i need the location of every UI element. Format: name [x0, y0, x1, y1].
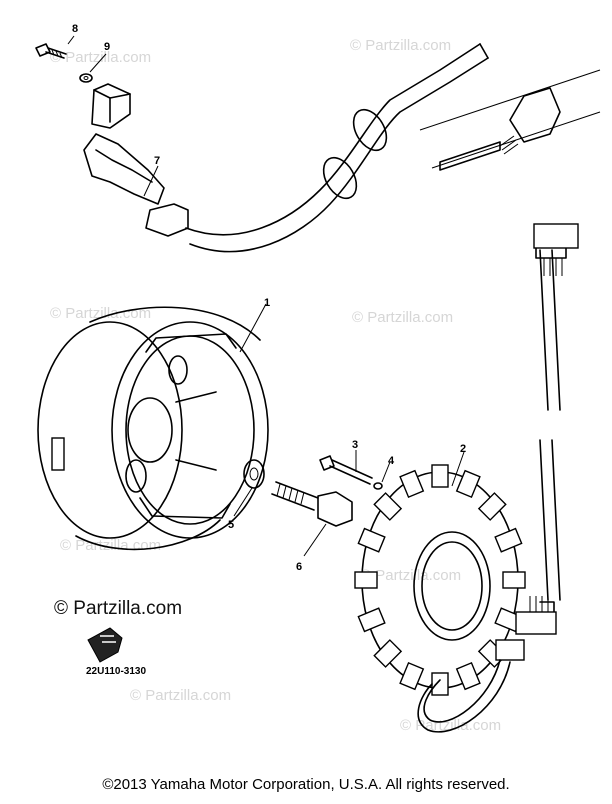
callout-6: 6 [296, 561, 302, 573]
watermark-5: © Partzilla.com [60, 537, 161, 554]
stator-pole [431, 464, 449, 488]
watermark-2: © Partzilla.com [350, 37, 451, 54]
callout-7: 7 [154, 155, 160, 167]
callout-3: 3 [352, 439, 358, 451]
stator-pole [354, 571, 378, 589]
partzilla-logo: © Partzilla.com [54, 598, 182, 619]
stator-pole [373, 492, 403, 521]
watermark-4: © Partzilla.com [352, 309, 453, 326]
watermarks: © Partzilla.com © Partzilla.com © Partzi… [50, 37, 501, 734]
stator-pole [399, 469, 425, 499]
stator-pole [373, 639, 403, 668]
stator-harness [417, 223, 579, 733]
rotor-flywheel [37, 306, 269, 551]
stator-pole [502, 571, 526, 589]
stator-coil [354, 464, 526, 696]
stator-pole [455, 661, 481, 691]
rotor-bolt-6 [271, 481, 353, 527]
callout-2: 2 [460, 443, 466, 455]
stator-pole [357, 527, 386, 553]
stator-pole [431, 672, 449, 696]
stator-pole [399, 661, 425, 691]
stator-pole [357, 607, 386, 633]
front-arrow-icon [87, 627, 123, 663]
watermark-8: © Partzilla.com [400, 717, 501, 734]
stator-pole [494, 527, 523, 553]
callouts: 1 2 3 4 5 6 7 8 9 [72, 23, 466, 573]
callout-5: 5 [228, 519, 234, 531]
callout-4: 4 [388, 455, 395, 467]
watermark-6: © Partzilla.com [360, 567, 461, 584]
copyright-notice: ©2013 Yamaha Motor Corporation, U.S.A. A… [102, 776, 510, 793]
watermark-3: © Partzilla.com [50, 305, 151, 322]
pickup-coil-harness [35, 43, 601, 253]
leader-lines [67, 35, 465, 557]
watermark-7: © Partzilla.com [130, 687, 231, 704]
washer-5 [243, 459, 265, 489]
callout-8: 8 [72, 23, 78, 35]
callout-9: 9 [104, 41, 110, 53]
callout-1: 1 [264, 297, 270, 309]
watermark-1: © Partzilla.com [50, 49, 151, 66]
stator-screw-3 [319, 455, 383, 490]
diagram-code: 22U110-3130 [86, 666, 146, 677]
stator-pole [455, 469, 481, 499]
stator-pole [477, 492, 507, 521]
